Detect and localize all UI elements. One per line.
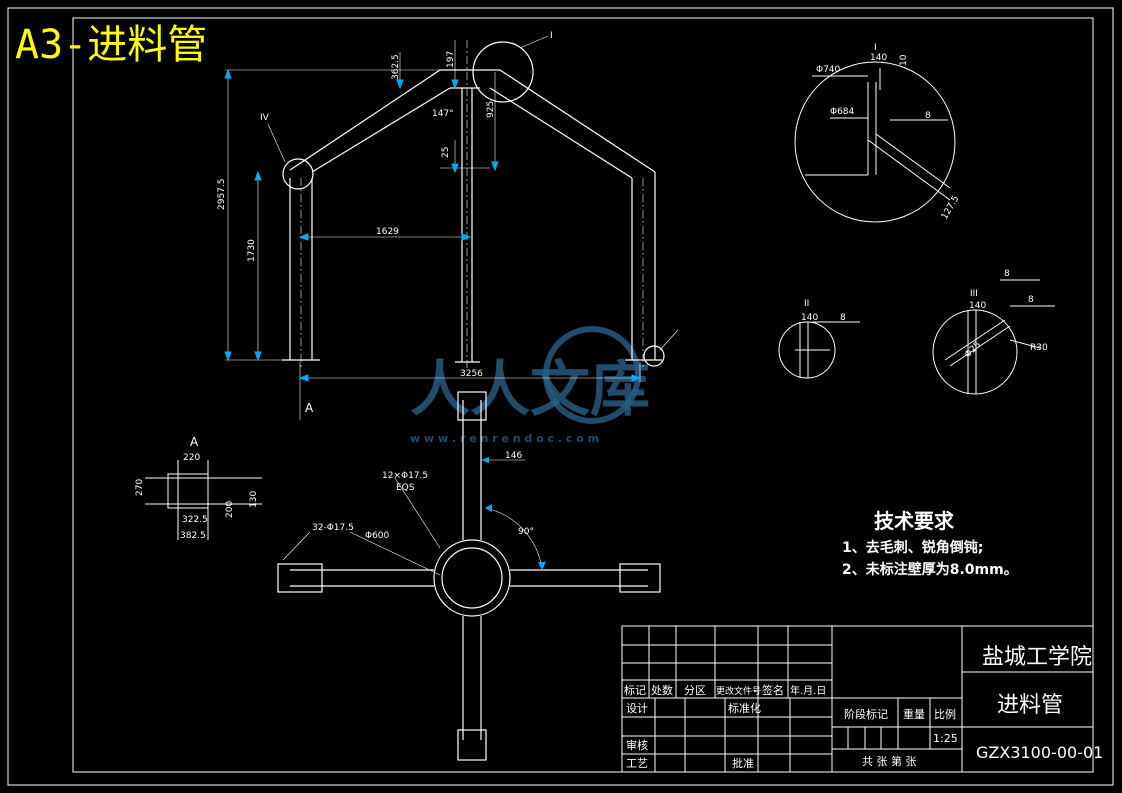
title-block — [621, 625, 1094, 773]
tb-scale-val: 1:25 — [933, 732, 958, 745]
dim-140c: 140 — [969, 301, 986, 311]
dim-1730: 1730 — [247, 239, 257, 262]
sheet-title: A3-进料管 — [15, 22, 207, 68]
sheet-frame — [7, 7, 1114, 786]
detail-circle-iv — [282, 158, 314, 190]
tech-line-1: 1、去毛刺、锐角倒钝; — [842, 539, 983, 556]
label-detail-iii: III — [970, 289, 978, 299]
dim-1275: 127.5 — [940, 194, 962, 221]
watermark-text: 人人文库 — [410, 355, 650, 425]
tb-sheets: 共 张 第 张 — [862, 754, 917, 768]
tb-design: 设计 — [626, 702, 648, 715]
tb-h-mark: 标记 — [624, 683, 646, 697]
dim-925: 925 — [486, 101, 496, 118]
tb-review: 审核 — [626, 738, 648, 752]
label-detail-iv: IV — [260, 113, 270, 123]
dim-3825: 382.5 — [180, 531, 206, 541]
detail-ii-view — [778, 321, 860, 379]
dim-8a: 8 — [925, 111, 931, 121]
watermark-url: w w w . r e n r e n d o c . c o m — [410, 432, 599, 445]
label-detail-ii: II — [804, 299, 809, 309]
tb-standard: 标准化 — [728, 701, 761, 715]
dim-eqs: EQS — [396, 483, 415, 493]
dim-197: 197 — [446, 51, 456, 68]
tb-process: 工艺 — [626, 757, 648, 770]
dim-146: 146 — [505, 451, 522, 461]
dim-1629: 1629 — [376, 227, 399, 237]
tb-part-name: 进料管 — [997, 693, 1063, 718]
dim-phi25: Φ25 — [963, 340, 983, 360]
plan-view — [277, 391, 661, 761]
watermark: 人人文库 w w w . r e n r e n d o c . c o m — [410, 326, 650, 445]
dim-32phi: 32-Φ17.5 — [312, 523, 354, 533]
dim-8c: 8 — [1004, 269, 1010, 279]
tb-drawing-no: GZX3100-00-01 — [976, 743, 1103, 762]
tb-h-sign: 签名 — [762, 683, 784, 697]
dim-3625: 362.5 — [391, 54, 401, 80]
dim-25: 25 — [441, 147, 451, 158]
tb-h-date: 年.月.日 — [790, 684, 826, 697]
dim-200: 200 — [225, 501, 235, 518]
detail-iii-view — [932, 279, 1055, 395]
dim-140b: 140 — [801, 313, 818, 323]
tb-h-zone: 分区 — [684, 684, 706, 697]
dim-10: 10 — [899, 54, 909, 66]
detail-i-view — [794, 61, 956, 223]
label-view-a: A — [305, 401, 314, 415]
dim-8b: 8 — [840, 313, 846, 323]
tb-h-count: 处数 — [651, 684, 673, 697]
dim-12phi: 12×Φ17.5 — [382, 471, 428, 481]
dim-147: 147° — [432, 109, 454, 119]
dim-8d: 8 — [1028, 295, 1034, 305]
detail-circle-i — [472, 41, 534, 103]
dim-90: 90° — [518, 527, 534, 537]
dim-270: 270 — [135, 479, 145, 496]
tb-approve: 批准 — [732, 756, 754, 770]
dim-3225: 322.5 — [182, 515, 208, 525]
dim-29575: 2957.5 — [217, 179, 227, 211]
dim-3256: 3256 — [460, 369, 483, 379]
label-view-a-side: A — [190, 435, 199, 449]
dim-phi740: Φ740 — [816, 65, 841, 75]
tb-stage: 阶段标记 — [844, 707, 888, 721]
dim-140a: 140 — [870, 53, 887, 63]
dim-phi600: Φ600 — [365, 531, 390, 541]
tech-heading: 技术要求 — [874, 509, 955, 533]
label-detail-i: I — [550, 31, 553, 41]
dim-phi684: Φ684 — [830, 107, 855, 117]
tb-school: 盐城工学院 — [982, 645, 1092, 670]
front-view — [282, 41, 665, 367]
tb-h-doc: 更改文件号 — [716, 685, 761, 697]
label-detail-i-view: I — [874, 43, 877, 53]
view-a-detail — [145, 460, 262, 540]
dim-r30: R30 — [1030, 343, 1048, 353]
tech-line-2: 2、未标注壁厚为8.0mm。 — [842, 561, 1018, 578]
dim-220: 220 — [183, 453, 200, 463]
tb-scale: 比例 — [934, 707, 956, 721]
dim-130: 130 — [249, 491, 259, 508]
detail-circle-d — [643, 345, 665, 367]
tb-weight: 重量 — [903, 707, 925, 721]
